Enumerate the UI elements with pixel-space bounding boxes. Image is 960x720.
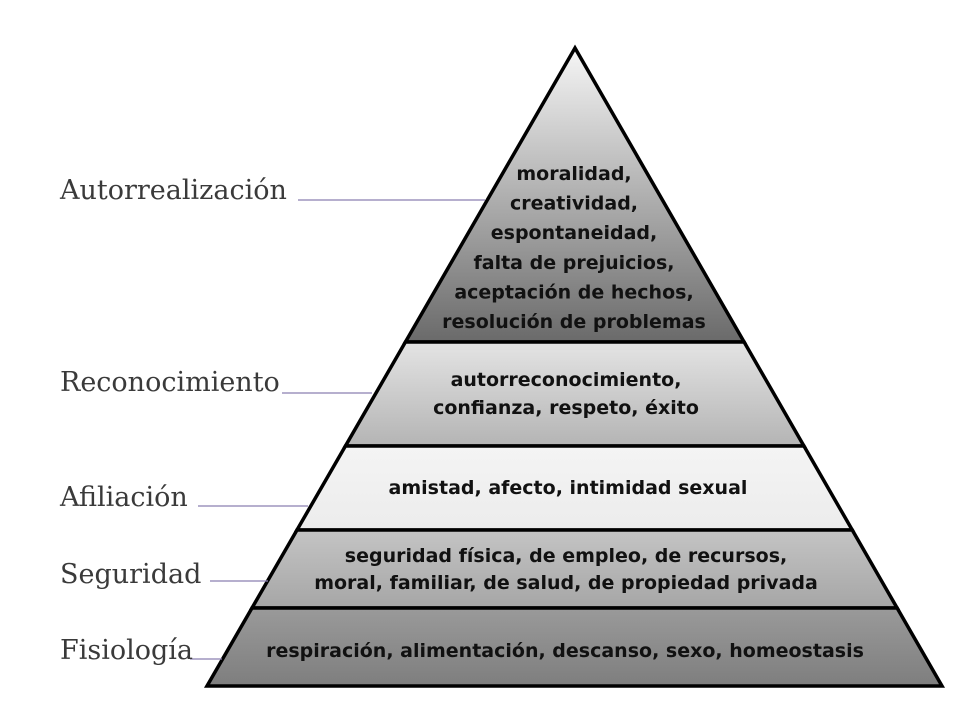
tier-text-line: respiración, alimentación, descanso, sex… — [266, 640, 864, 662]
tier-text-line: aceptación de hechos, — [454, 281, 693, 303]
tier-text-line: moral, familiar, de salud, de propiedad … — [314, 572, 818, 594]
tier-text-line: amistad, afecto, intimidad sexual — [389, 477, 748, 499]
level-label-seguridad: Seguridad — [60, 559, 201, 590]
tier-fisiologia — [203, 606, 946, 688]
tier-reconocimiento — [342, 340, 807, 448]
level-labels: AutorrealizaciónReconocimientoAfiliación… — [59, 175, 287, 666]
tier-text-line: resolución de problemas — [442, 311, 706, 333]
tier-text-line: autorreconocimiento, — [451, 369, 682, 391]
tier-text-line: confianza, respeto, éxito — [433, 397, 699, 419]
level-label-reconocimiento: Reconocimiento — [60, 367, 280, 398]
tier-text-line: creatividad, — [510, 193, 638, 215]
tier-seguridad — [248, 528, 901, 610]
tier-text-line: moralidad, — [516, 163, 631, 185]
tier-text-line: espontaneidad, — [491, 222, 657, 244]
tier-texts: moralidad, creatividad, espontaneidad, falt… — [266, 163, 864, 662]
level-label-afiliacion: Afiliación — [59, 482, 188, 513]
connector-lines — [190, 199, 485, 660]
tier-text-line: falta de prejuicios, — [474, 252, 675, 274]
tier-text-line: seguridad física, de empleo, de recursos… — [345, 545, 787, 567]
level-label-autorrealizacion: Autorrealización — [59, 175, 287, 206]
pyramid-tiers — [203, 44, 946, 688]
level-label-fisiologia: Fisiología — [60, 635, 193, 666]
